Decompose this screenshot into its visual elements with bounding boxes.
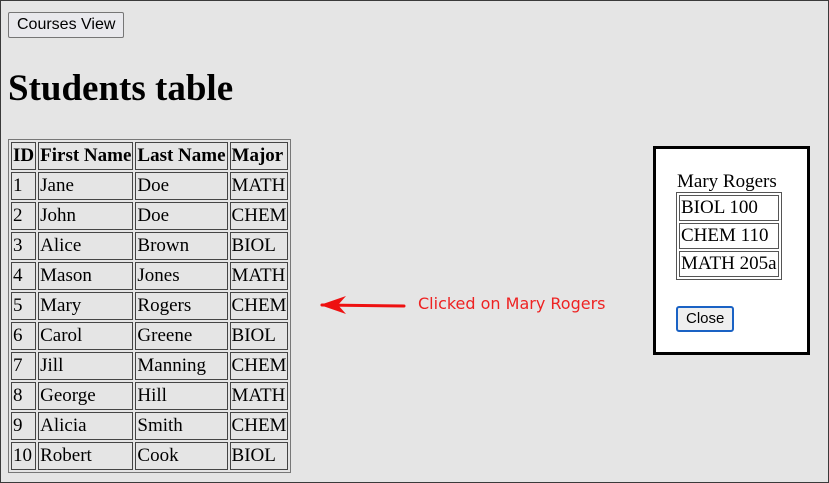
table-row[interactable]: 9 Alicia Smith CHEM bbox=[11, 412, 289, 440]
cell-last-name: Greene bbox=[135, 322, 228, 350]
cell-id: 7 bbox=[11, 352, 37, 380]
cell-major: BIOL bbox=[229, 442, 289, 470]
course-row: CHEM 110 bbox=[679, 223, 779, 249]
cell-last-name: Jones bbox=[135, 262, 228, 290]
close-button[interactable]: Close bbox=[676, 306, 735, 332]
cell-first-name: Jill bbox=[38, 352, 134, 380]
courses-view-button[interactable]: Courses View bbox=[8, 12, 125, 38]
table-row[interactable]: 1 Jane Doe MATH bbox=[11, 172, 289, 200]
cell-last-name: Doe bbox=[135, 172, 228, 200]
cell-first-name: George bbox=[38, 382, 134, 410]
column-header-first-name: First Name bbox=[38, 142, 134, 170]
annotation-text: Clicked on Mary Rogers bbox=[418, 294, 606, 313]
table-row[interactable]: 4 Mason Jones MATH bbox=[11, 262, 289, 290]
cell-last-name: Rogers bbox=[135, 292, 228, 320]
cell-id: 10 bbox=[11, 442, 37, 470]
cell-last-name: Hill bbox=[135, 382, 228, 410]
cell-major: CHEM bbox=[229, 292, 289, 320]
column-header-last-name: Last Name bbox=[135, 142, 228, 170]
cell-first-name: Alice bbox=[38, 232, 134, 260]
course-row: MATH 205a bbox=[679, 251, 779, 277]
cell-major: MATH bbox=[229, 262, 289, 290]
cell-id: 9 bbox=[11, 412, 37, 440]
course-row: BIOL 100 bbox=[679, 195, 779, 221]
cell-major: BIOL bbox=[229, 232, 289, 260]
cell-major: MATH bbox=[229, 172, 289, 200]
students-table: ID First Name Last Name Major 1 Jane Doe… bbox=[8, 139, 292, 473]
cell-last-name: Brown bbox=[135, 232, 228, 260]
arrow-left-icon bbox=[320, 296, 406, 314]
cell-last-name: Doe bbox=[135, 202, 228, 230]
table-header-row: ID First Name Last Name Major bbox=[11, 142, 289, 170]
course-cell: BIOL 100 bbox=[679, 195, 779, 221]
cell-first-name: John bbox=[38, 202, 134, 230]
course-cell: CHEM 110 bbox=[679, 223, 779, 249]
cell-major: MATH bbox=[229, 382, 289, 410]
table-row[interactable]: 3 Alice Brown BIOL bbox=[11, 232, 289, 260]
cell-id: 5 bbox=[11, 292, 37, 320]
student-courses-modal: Mary Rogers BIOL 100 CHEM 110 MATH 205a … bbox=[653, 146, 810, 355]
table-row[interactable]: 7 Jill Manning CHEM bbox=[11, 352, 289, 380]
courses-table: BIOL 100 CHEM 110 MATH 205a bbox=[676, 192, 782, 280]
cell-major: BIOL bbox=[229, 322, 289, 350]
cell-id: 1 bbox=[11, 172, 37, 200]
cell-major: CHEM bbox=[229, 202, 289, 230]
cell-first-name: Mason bbox=[38, 262, 134, 290]
table-row[interactable]: 6 Carol Greene BIOL bbox=[11, 322, 289, 350]
cell-first-name: Alicia bbox=[38, 412, 134, 440]
cell-id: 8 bbox=[11, 382, 37, 410]
cell-major: CHEM bbox=[229, 352, 289, 380]
table-row-selected[interactable]: 5 Mary Rogers CHEM bbox=[11, 292, 289, 320]
cell-first-name: Mary bbox=[38, 292, 134, 320]
cell-major: CHEM bbox=[229, 412, 289, 440]
cell-first-name: Jane bbox=[38, 172, 134, 200]
modal-student-name: Mary Rogers bbox=[677, 171, 777, 192]
cell-id: 3 bbox=[11, 232, 37, 260]
annotation: Clicked on Mary Rogers bbox=[318, 292, 628, 320]
cell-id: 6 bbox=[11, 322, 37, 350]
column-header-id: ID bbox=[11, 142, 37, 170]
column-header-major: Major bbox=[229, 142, 289, 170]
table-row[interactable]: 2 John Doe CHEM bbox=[11, 202, 289, 230]
cell-id: 4 bbox=[11, 262, 37, 290]
course-cell: MATH 205a bbox=[679, 251, 779, 277]
cell-id: 2 bbox=[11, 202, 37, 230]
table-row[interactable]: 10 Robert Cook BIOL bbox=[11, 442, 289, 470]
table-row[interactable]: 8 George Hill MATH bbox=[11, 382, 289, 410]
cell-first-name: Robert bbox=[38, 442, 134, 470]
cell-last-name: Manning bbox=[135, 352, 228, 380]
cell-last-name: Smith bbox=[135, 412, 228, 440]
cell-last-name: Cook bbox=[135, 442, 228, 470]
page-title: Students table bbox=[8, 68, 234, 109]
cell-first-name: Carol bbox=[38, 322, 134, 350]
